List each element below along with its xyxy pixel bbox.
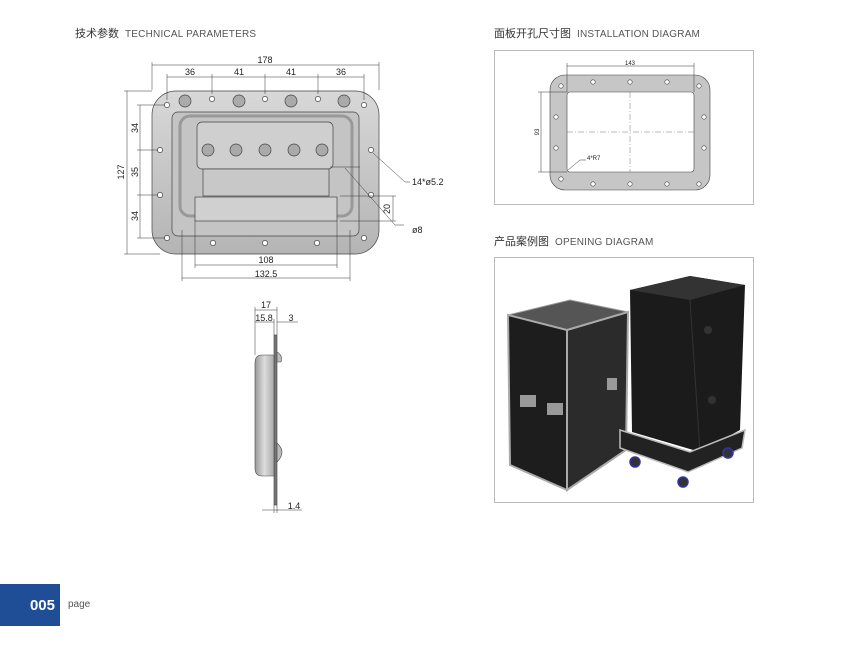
dim-seg3: 41 [286,67,296,77]
dim-outer: 132.5 [255,269,278,279]
dim-rod: ø8 [412,225,423,235]
dim-holes: 14*ø5.2 [412,177,444,187]
dim-seg1: 36 [185,67,195,77]
dim-flange: 3 [288,313,293,323]
dim-height: 127 [116,164,126,179]
page-label: page [68,599,91,610]
dim-thickness: 1.4 [288,501,301,511]
dim-seg4: 36 [336,67,346,77]
flight-case-photo [506,276,746,492]
side-view-drawing: 17 15.8 3 1.4 [254,300,302,513]
dim-install-height: 93 [535,128,541,135]
front-view-drawing: 178 36 41 41 36 127 34 35 34 108 132.5 1… [116,55,444,281]
dim-seg2: 41 [234,67,244,77]
dim-v2: 35 [130,167,140,177]
dim-v1: 34 [130,123,140,133]
dim-width: 178 [257,55,272,65]
dim-inner-depth: 15.8 [255,313,273,323]
dim-install-width: 143 [625,61,636,67]
dim-v3: 34 [130,211,140,221]
dim-depth: 17 [261,300,271,310]
installation-drawing: 143 93 4*R7 [535,61,711,191]
dim-inner: 108 [258,255,273,265]
dim-install-radius: 4*R7 [587,156,601,162]
dim-grip: 20 [382,204,392,214]
page-number-badge: 005 [0,584,60,626]
